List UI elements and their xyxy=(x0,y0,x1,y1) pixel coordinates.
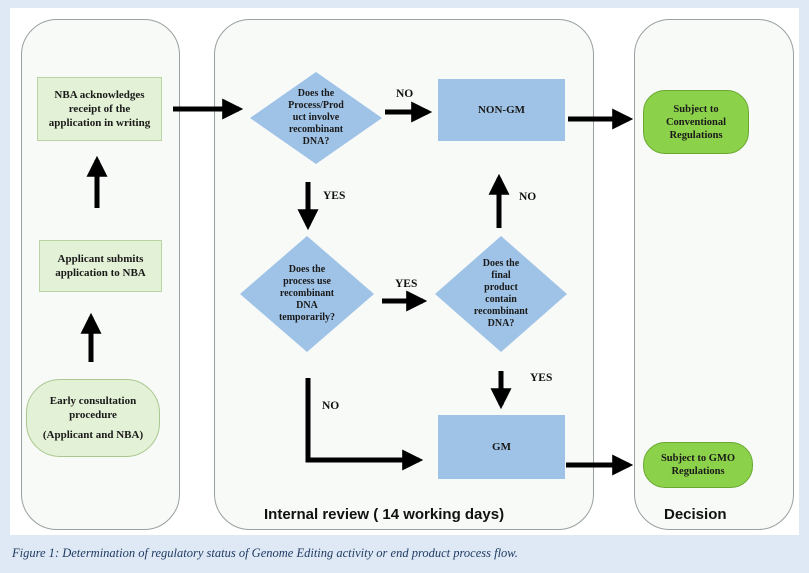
applicant-submits-box: Applicant submits application to NBA xyxy=(39,240,162,292)
question-final-label: Does the final product contain recombina… xyxy=(473,258,529,329)
caption-text: : Determination of regulatory status of … xyxy=(54,546,518,560)
question-recombinant-label: Does the Process/Prod uct involve recomb… xyxy=(288,88,344,147)
question-temporary-label: Does the process use recombinant DNA tem… xyxy=(278,264,336,323)
gmo-regulations-pill: Subject to GMO Regulations xyxy=(643,442,753,488)
diamond-temporary xyxy=(240,236,374,352)
edge-label-yes-down-right: YES xyxy=(530,372,553,384)
consultation-parties-label: (Applicant and NBA) xyxy=(42,429,144,441)
edge-label-no-left: NO xyxy=(322,400,340,412)
early-consultation-node: Early consultation procedure (Applicant … xyxy=(26,379,160,457)
conventional-regulations-pill: Subject to Conventional Regulations xyxy=(643,90,749,154)
diagram-canvas: Internal review ( 14 working days) Decis… xyxy=(10,8,799,535)
internal-review-title: Internal review ( 14 working days) xyxy=(264,506,505,523)
edge-label-no-up: NO xyxy=(519,191,537,203)
consultation-label: Early consultation procedure xyxy=(49,395,137,421)
edge-label-yes-mid: YES xyxy=(395,278,418,290)
flow-arrows xyxy=(80,72,634,476)
diamond-final xyxy=(435,236,567,352)
gm-box: GM xyxy=(438,415,565,479)
edge-label-yes-down: YES xyxy=(323,190,346,202)
arrow-no-elbow-to-gm xyxy=(305,378,424,471)
diamond-recombinant xyxy=(250,72,382,164)
non-gm-box: NON-GM xyxy=(438,79,565,141)
figure-caption: Figure 1: Determination of regulatory st… xyxy=(12,546,518,561)
caption-prefix: Figure 1 xyxy=(12,546,55,560)
nba-acknowledges-box: NBA acknowledges receipt of the applicat… xyxy=(37,77,162,141)
decision-title: Decision xyxy=(664,506,727,523)
edge-label-no-top: NO xyxy=(396,88,414,100)
